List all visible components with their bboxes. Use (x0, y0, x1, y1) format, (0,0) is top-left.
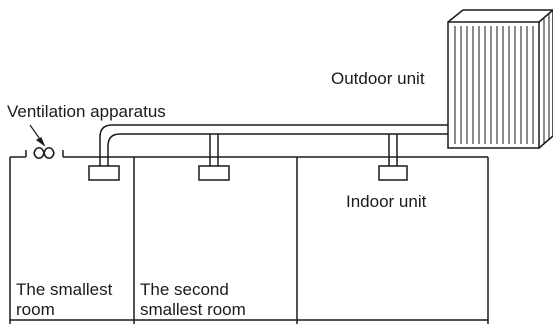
room-smallest-label-line1: The smallest (16, 280, 113, 299)
indoor-unit-3 (378, 165, 408, 181)
indoor-unit-label: Indoor unit (346, 192, 427, 211)
indoor-unit-1 (88, 165, 120, 181)
room-second-label-line2: smallest room (140, 300, 246, 319)
outdoor-unit-label: Outdoor unit (331, 69, 425, 88)
indoor-unit-2 (198, 165, 230, 181)
leader-arrow (29, 124, 46, 147)
fan-icon (33, 146, 55, 160)
ventilation-apparatus-label: Ventilation apparatus (7, 102, 166, 121)
room-smallest-label-line2: room (16, 300, 55, 319)
indoor-unit-icon (88, 165, 408, 181)
building-walls (9, 150, 489, 324)
room-second-label-line1: The second (140, 280, 229, 299)
outdoor-unit-icon (447, 9, 553, 149)
refrigerant-pipe (99, 124, 448, 166)
